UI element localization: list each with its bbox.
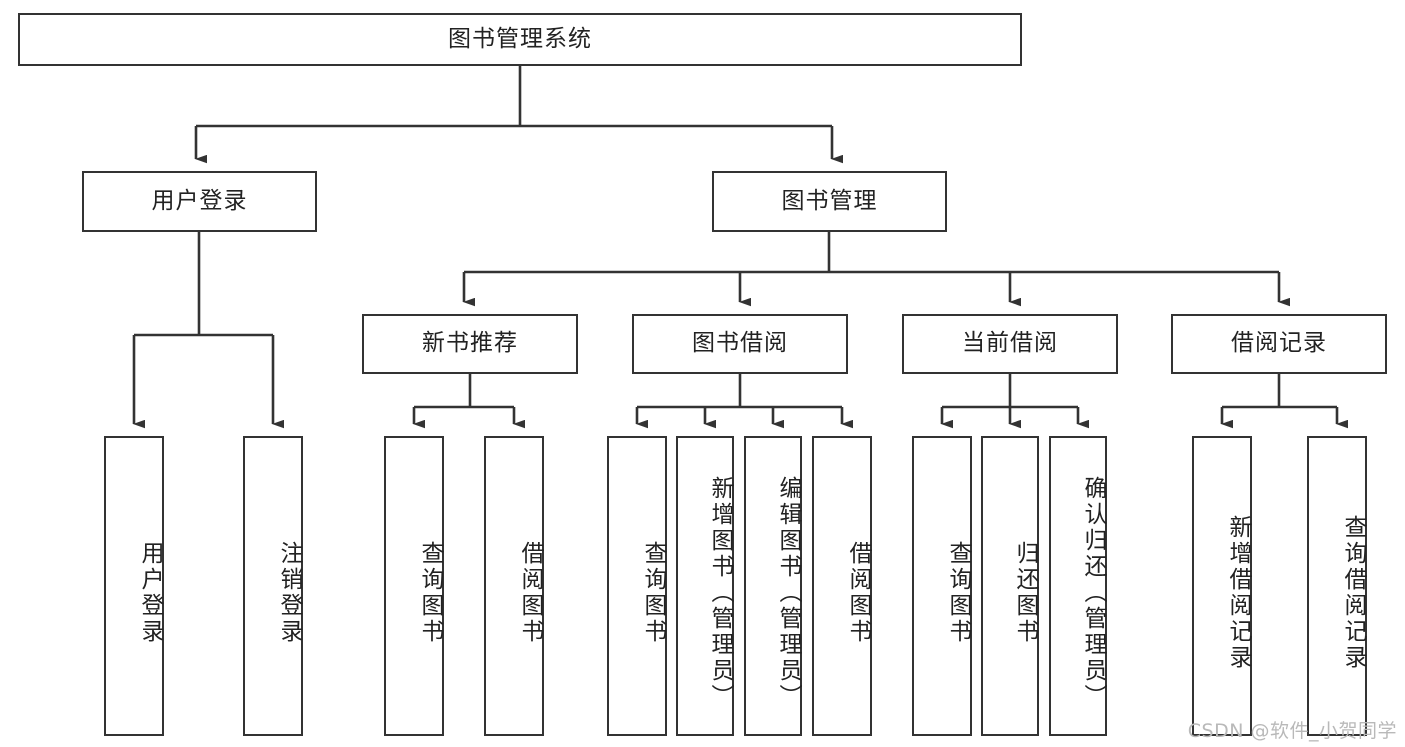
- node-label: 图书管理: [781, 187, 878, 214]
- leaf-user-login-logout[interactable]: 注销登录: [243, 436, 303, 736]
- node-new-book-recommendation[interactable]: 新书推荐: [362, 314, 578, 374]
- node-label: 借阅记录: [1231, 330, 1327, 357]
- node-label: 查询借阅记录: [1340, 515, 1366, 671]
- node-label: 查询图书: [945, 541, 971, 645]
- csdn-watermark: CSDN @软件_小贺同学: [1187, 720, 1397, 742]
- node-label: 新增借阅记录: [1225, 515, 1251, 671]
- node-root-library-management-system[interactable]: 图书管理系统: [18, 13, 1022, 66]
- node-label: 注销登录: [276, 541, 302, 645]
- leaf-current-borrow-query-books[interactable]: 查询图书: [912, 436, 972, 736]
- leaf-book-borrow-query-books[interactable]: 查询图书: [607, 436, 667, 736]
- node-book-borrowing[interactable]: 图书借阅: [632, 314, 848, 374]
- node-book-management[interactable]: 图书管理: [712, 171, 947, 232]
- node-label: 归还图书: [1012, 541, 1038, 645]
- node-label: 图书借阅: [692, 330, 788, 357]
- node-label: 新增图书（管理员）: [707, 476, 733, 710]
- leaf-user-login-login[interactable]: 用户登录: [104, 436, 164, 736]
- node-label: 用户登录: [137, 541, 163, 645]
- node-label: 用户登录: [151, 187, 248, 214]
- leaf-book-borrow-borrow-books[interactable]: 借阅图书: [812, 436, 872, 736]
- node-label: 当前借阅: [962, 330, 1058, 357]
- leaf-current-borrow-confirm-return-admin[interactable]: 确认归还（管理员）: [1049, 436, 1107, 736]
- node-borrowing-records[interactable]: 借阅记录: [1171, 314, 1387, 374]
- leaf-new-book-query-books[interactable]: 查询图书: [384, 436, 444, 736]
- leaf-book-borrow-add-book-admin[interactable]: 新增图书（管理员）: [676, 436, 734, 736]
- node-label: 图书管理系统: [448, 25, 592, 52]
- leaf-records-query-borrow-record[interactable]: 查询借阅记录: [1307, 436, 1367, 736]
- leaf-current-borrow-return-books[interactable]: 归还图书: [981, 436, 1039, 736]
- leaf-records-add-borrow-record[interactable]: 新增借阅记录: [1192, 436, 1252, 736]
- node-label: 借阅图书: [845, 541, 871, 645]
- node-current-borrowing[interactable]: 当前借阅: [902, 314, 1118, 374]
- node-label: 新书推荐: [422, 330, 518, 357]
- node-user-login[interactable]: 用户登录: [82, 171, 317, 232]
- node-label: 查询图书: [640, 541, 666, 645]
- node-label: 确认归还（管理员）: [1080, 476, 1106, 710]
- node-label: 借阅图书: [517, 541, 543, 645]
- leaf-new-book-borrow-books[interactable]: 借阅图书: [484, 436, 544, 736]
- leaf-book-borrow-edit-book-admin[interactable]: 编辑图书（管理员）: [744, 436, 802, 736]
- node-label: 编辑图书（管理员）: [775, 476, 801, 710]
- node-label: 查询图书: [417, 541, 443, 645]
